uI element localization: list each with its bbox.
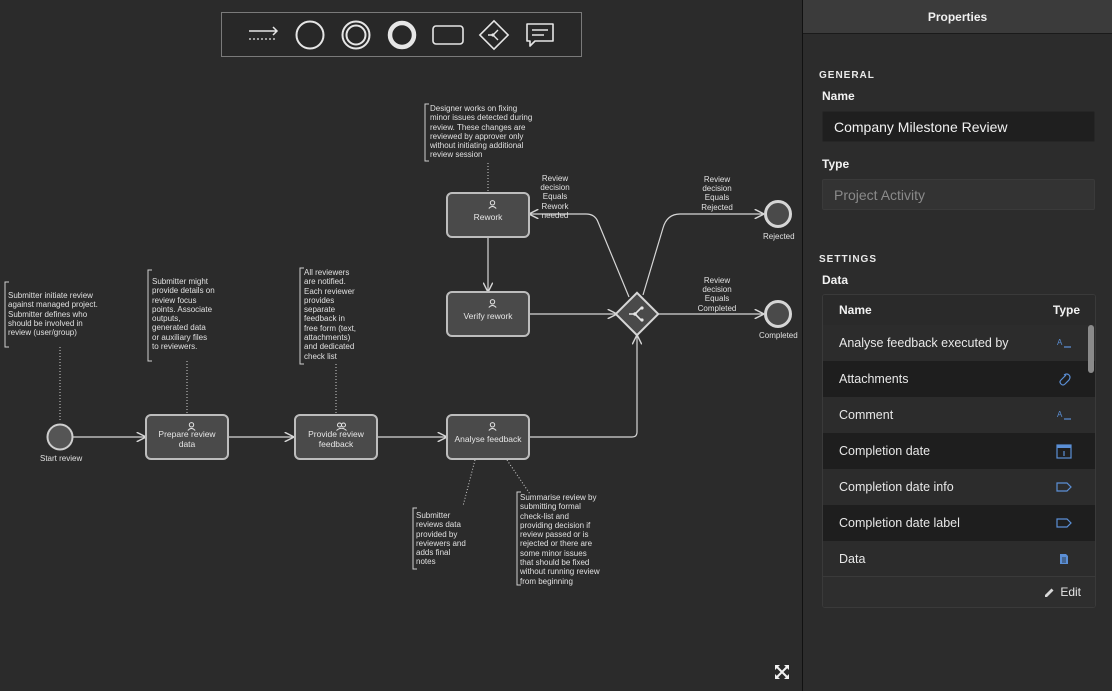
row-name: Analyse feedback executed by [839, 336, 1009, 350]
end-event-completed[interactable] [764, 300, 792, 328]
table-row[interactable]: Analyse feedback executed by A [823, 325, 1095, 361]
row-name: Comment [839, 408, 894, 422]
row-name: Completion date label [839, 516, 960, 530]
tag-icon [1055, 517, 1073, 529]
assoc-analyse-right [506, 459, 531, 495]
task-rework[interactable]: Rework [446, 192, 530, 238]
annotation-prepare[interactable]: Submitter might provide details on revie… [152, 277, 215, 352]
table-row[interactable]: Completion date info [823, 469, 1095, 505]
flow-gateway-rework[interactable] [530, 214, 630, 298]
pencil-icon [1045, 588, 1054, 597]
rejected-event-label: Rejected [763, 232, 795, 241]
table-row[interactable]: Data [823, 541, 1095, 577]
note-bracket-analyse-right [516, 491, 521, 586]
edge-label-completed: Review decision Equals Completed [697, 276, 737, 313]
start-event-label: Start review [40, 454, 83, 463]
task-verify-rework-label: Verify rework [463, 311, 513, 321]
settings-section-title: SETTINGS [819, 254, 878, 265]
edit-label: Edit [1060, 585, 1081, 599]
table-row[interactable]: Completion date label [823, 505, 1095, 541]
edge-label-rework-needed: Review decision Equals Rework needed [540, 174, 570, 220]
task-analyse-feedback[interactable]: Analyse feedback [446, 414, 530, 460]
decision-gateway[interactable] [614, 291, 660, 337]
table-header: Name Type [823, 295, 1095, 325]
annotation-rework[interactable]: Designer works on fixing minor issues de… [430, 104, 533, 160]
table-scrollbar[interactable] [1088, 325, 1094, 573]
note-bracket-analyse-left [412, 507, 417, 570]
row-name: Completion date [839, 444, 931, 458]
task-rework-label: Rework [473, 212, 503, 222]
flow-analyse-gateway[interactable] [529, 336, 637, 438]
table-row[interactable]: Completion date [823, 433, 1095, 469]
text-type-icon: A [1055, 409, 1073, 421]
end-event-rejected[interactable] [764, 200, 792, 228]
table-row[interactable]: Attachments [823, 361, 1095, 397]
task-verify-rework[interactable]: Verify rework [446, 291, 530, 337]
note-bracket-start [4, 281, 9, 348]
row-name: Attachments [839, 372, 909, 386]
type-label: Type [822, 157, 850, 171]
properties-panel: Properties GENERAL Name Company Mileston… [802, 0, 1112, 691]
name-label: Name [822, 89, 855, 103]
task-prepare-review-data-label: Prepare review data [158, 429, 216, 449]
name-input[interactable]: Company Milestone Review [822, 111, 1095, 142]
attachment-icon [1055, 372, 1073, 386]
data-label: Data [822, 273, 849, 287]
svg-text:A: A [1057, 410, 1063, 419]
row-name: Data [839, 552, 866, 566]
task-provide-review-feedback[interactable]: Provide review feedback [294, 414, 378, 460]
intermediate-event-icon[interactable] [339, 19, 373, 51]
tag-icon [1055, 481, 1073, 493]
annotation-icon[interactable] [523, 19, 557, 51]
row-name: Completion date info [839, 480, 954, 494]
shape-toolbar [221, 12, 582, 57]
task-prepare-review-data[interactable]: Prepare review data [145, 414, 229, 460]
end-event-icon[interactable] [385, 19, 419, 51]
annotation-analyse-right[interactable]: Summarise review by submitting formal ch… [520, 493, 600, 586]
type-input[interactable]: Project Activity [822, 179, 1095, 210]
start-event[interactable] [46, 423, 74, 451]
completed-event-label: Completed [759, 331, 798, 340]
calendar-icon [1055, 443, 1073, 459]
diagram-canvas[interactable]: Rework Verify rework Prepare review data… [0, 0, 802, 691]
note-bracket-prepare [147, 269, 152, 362]
scrollbar-thumb[interactable] [1088, 325, 1094, 373]
data-table: Name Type Analyse feedback executed by A… [822, 294, 1096, 608]
column-header-name[interactable]: Name [839, 303, 872, 317]
diagram-edges [4, 103, 792, 586]
note-bracket-rework [424, 103, 429, 162]
note-bracket-provide [299, 267, 304, 365]
sequence-flow-icon[interactable] [246, 19, 280, 51]
assoc-analyse-left [462, 459, 476, 507]
task-analyse-feedback-label: Analyse feedback [454, 434, 522, 444]
document-icon [1055, 553, 1073, 565]
start-event-icon[interactable] [293, 19, 327, 51]
annotation-analyse-left[interactable]: Submitter reviews data provided by revie… [416, 511, 466, 567]
column-header-type[interactable]: Type [1052, 303, 1080, 317]
task-icon[interactable] [431, 19, 465, 51]
fit-to-screen-icon[interactable] [774, 664, 790, 680]
edge-label-rejected: Review decision Equals Rejected [701, 175, 733, 212]
table-row[interactable]: Comment A [823, 397, 1095, 433]
text-type-icon: A [1055, 337, 1073, 349]
table-footer: Edit [823, 576, 1095, 607]
flow-gateway-rejected[interactable] [642, 214, 763, 296]
svg-text:A: A [1057, 338, 1063, 347]
annotation-start[interactable]: Submitter initiate review against manage… [8, 291, 98, 338]
task-provide-review-feedback-label: Provide review feedback [308, 429, 364, 449]
edit-button[interactable]: Edit [1044, 585, 1081, 599]
annotation-provide[interactable]: All reviewers are notified. Each reviewe… [304, 268, 357, 361]
properties-title: Properties [803, 0, 1112, 34]
gateway-icon[interactable] [477, 19, 511, 51]
general-section-title: GENERAL [819, 70, 875, 81]
